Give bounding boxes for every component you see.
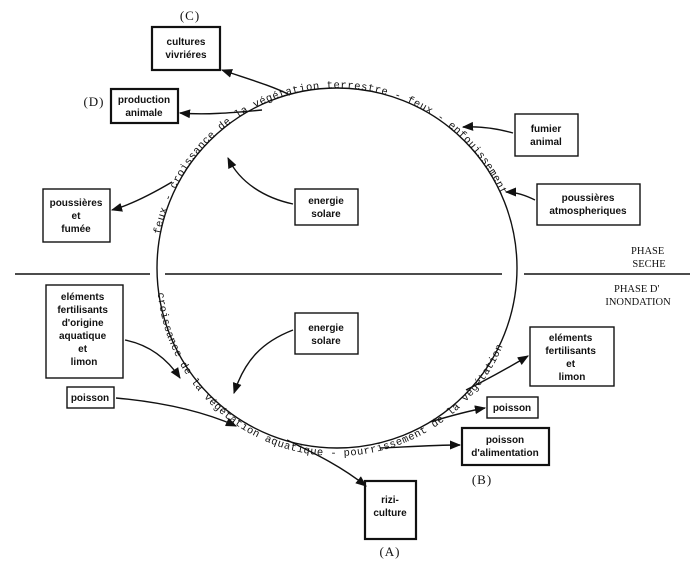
arrow-to-riziculture (286, 439, 367, 487)
box-elements-fertilisants-limon: eléments fertilisants et limon (529, 326, 615, 387)
svg-text:rizi-culture: rizi-culture (373, 495, 407, 519)
cycle-circle (156, 87, 518, 449)
tag-a: (A) (379, 544, 400, 559)
svg-text:eléments fertilisants: eléments fertilisants et limon (545, 333, 598, 383)
svg-text:poisson: poisson (493, 403, 531, 414)
arrow-from-fumier (461, 121, 514, 134)
arrow-to-poisson-alimentation (379, 440, 462, 450)
tag-c: (C) (180, 8, 200, 23)
arrow-to-elements-right (465, 355, 529, 391)
arrow-from-poisson-left (115, 397, 238, 427)
phase-seche-label: PHASE SECHE (631, 246, 667, 270)
box-poisson-right: poisson (486, 396, 539, 419)
arrow-to-poisson-right (429, 405, 487, 423)
box-riziculture: rizi-culture (363, 479, 418, 541)
svg-text:eléments fertilisants: eléments fertilisants d'origine aquatiqu… (57, 292, 110, 368)
arrow-to-production (178, 109, 263, 119)
arrow-to-poussieres-fumee (110, 181, 173, 212)
arrow-to-cultures (220, 69, 291, 96)
box-poisson-left: poisson (66, 386, 115, 409)
phase-inondation-label: PHASE D' INONDATION (605, 284, 671, 308)
arrow-energie-bottom (232, 329, 294, 395)
arrow-from-elements-left (124, 339, 181, 379)
arrow-from-poussieres-atm (504, 187, 536, 201)
box-elements-origine-aquatique: eléments fertilisants d'origine aquatiqu… (45, 284, 124, 379)
tag-d: (D) (83, 94, 104, 109)
svg-text:poisson: poisson (71, 393, 109, 404)
tag-b: (B) (472, 472, 492, 487)
arrow-energie-top (227, 156, 294, 205)
